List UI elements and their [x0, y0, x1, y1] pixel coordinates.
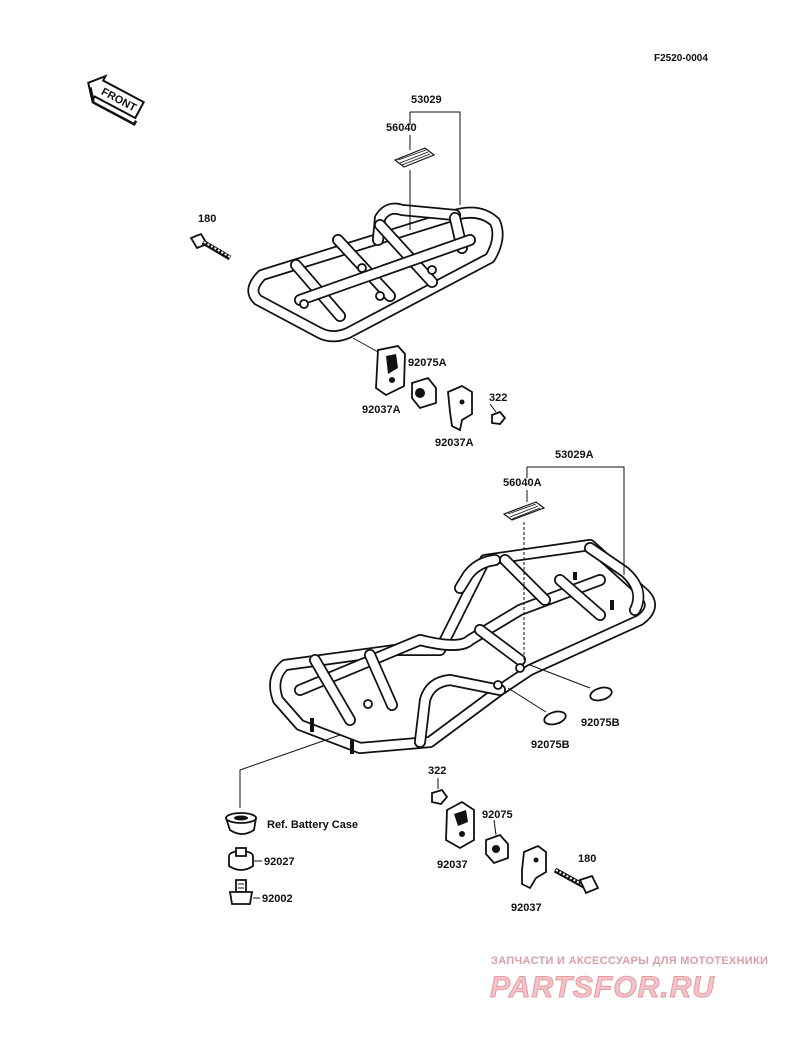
- label-322-front: 322: [489, 392, 507, 404]
- label-battery-ref: Ref. Battery Case: [267, 819, 358, 831]
- watermark-tagline: ЗАПЧАСТИ И АКСЕССУАРЫ ДЛЯ МОТОТЕХНИКИ: [491, 955, 768, 967]
- bolt-front: [189, 232, 232, 261]
- grommet-92027: [228, 847, 254, 871]
- front-rack: [247, 202, 504, 343]
- decal-rear: [502, 501, 546, 521]
- bracket-front-right: [447, 384, 473, 432]
- nut-rear: [431, 788, 449, 805]
- label-92037-right: 92037: [511, 902, 542, 914]
- label-92075A: 92075A: [408, 357, 447, 369]
- bracket-front-left: [375, 345, 406, 397]
- label-92037-left: 92037: [437, 859, 468, 871]
- cap-rear-left: [543, 710, 567, 726]
- label-56040A: 56040A: [503, 477, 542, 489]
- cap-front: [411, 376, 437, 410]
- label-92027: 92027: [264, 856, 295, 868]
- label-180-rear: 180: [578, 853, 596, 865]
- label-56040: 56040: [386, 122, 417, 134]
- label-92037A-right: 92037A: [435, 437, 474, 449]
- decal-front: [393, 147, 436, 168]
- bracket-rear-left: [445, 800, 475, 850]
- front-arrow-icon: FRONT: [87, 74, 146, 126]
- label-180-front: 180: [198, 213, 216, 225]
- label-92037A-left: 92037A: [362, 404, 401, 416]
- nut-front: [489, 403, 507, 425]
- battery-grommet: [224, 812, 258, 835]
- label-53029: 53029: [411, 94, 442, 106]
- label-53029A: 53029A: [555, 449, 594, 461]
- label-92002: 92002: [262, 893, 293, 905]
- collar-92002: [228, 879, 254, 905]
- watermark-brand: PARTSFOR.RU: [490, 971, 715, 1004]
- rear-rack: [269, 539, 656, 754]
- bracket-rear-right: [521, 844, 547, 890]
- label-92075B-left: 92075B: [531, 739, 570, 751]
- cap-rear: [485, 833, 509, 865]
- label-322-rear: 322: [428, 765, 446, 777]
- bolt-rear: [553, 867, 600, 895]
- label-92075B-right: 92075B: [581, 717, 620, 729]
- label-92075: 92075: [482, 809, 513, 821]
- figure-code: F2520-0004: [654, 53, 708, 64]
- cap-rear-right: [589, 686, 613, 702]
